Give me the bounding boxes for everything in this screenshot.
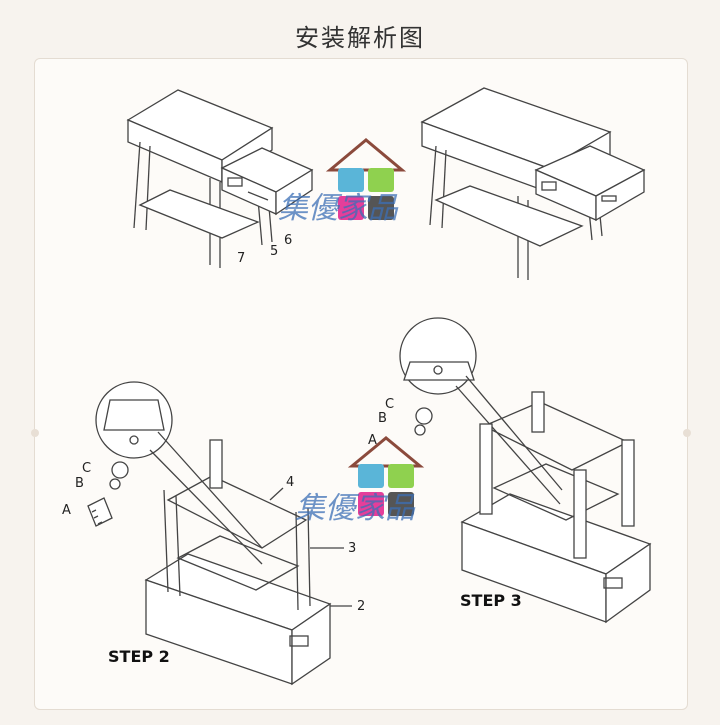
page-title: 安装解析图 (295, 24, 425, 52)
label-part-c-step3: C (385, 397, 394, 412)
step2-label: STEP 2 (108, 647, 170, 666)
watermark-logo-bottom (347, 436, 425, 516)
label-part-a: A (62, 503, 71, 518)
label-part-6: 6 (284, 233, 292, 248)
step2-assembly (87, 381, 332, 686)
watermark-text-bottom: 集優家品 (295, 491, 416, 526)
step3-label: STEP 3 (460, 591, 522, 610)
label-part-7: 7 (237, 251, 245, 266)
label-part-3: 3 (348, 541, 356, 556)
label-part-5: 5 (270, 244, 278, 259)
assembled-table-left (126, 89, 314, 268)
label-part-4: 4 (286, 475, 294, 490)
label-part-a-step3: A (368, 433, 377, 448)
label-part-2: 2 (357, 599, 365, 614)
watermark-logo-top (325, 138, 407, 220)
assembled-table-right (420, 87, 646, 280)
label-part-c: C (82, 461, 91, 476)
watermark-text-top: 集優家品 (278, 191, 399, 226)
step3-assembly (399, 317, 652, 624)
label-part-b: B (75, 476, 84, 491)
label-part-b-step3: B (378, 411, 387, 426)
